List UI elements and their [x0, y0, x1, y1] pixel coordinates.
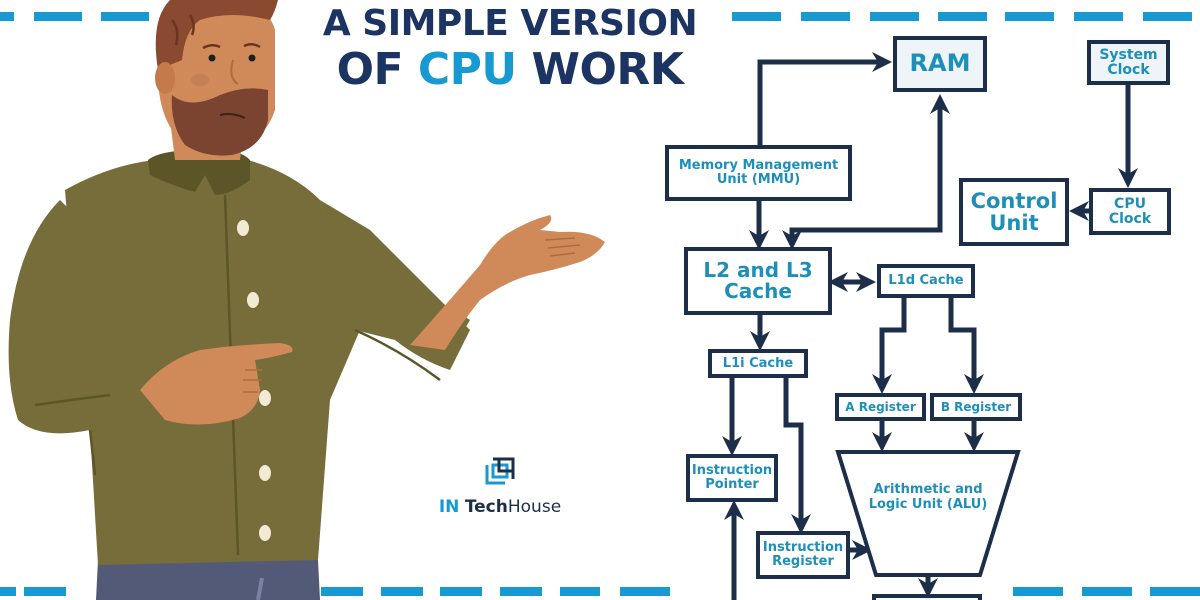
bottom-dash: [321, 587, 363, 596]
bottom-dash: [24, 587, 66, 596]
intechhouse-logo-icon: [485, 457, 515, 485]
bottom-dash: [381, 587, 423, 596]
top-dash: [0, 12, 14, 21]
pointing-hand: [140, 343, 293, 425]
node-l1i-cache: L1i Cache: [708, 349, 808, 378]
hair: [155, 0, 278, 70]
beard: [171, 88, 268, 156]
jeans: [96, 560, 320, 600]
node-b-register: B Register: [930, 393, 1022, 421]
alu-output-box: [872, 594, 982, 600]
edge-l1d-breg: [948, 296, 984, 394]
bottom-dash: [1082, 587, 1132, 596]
node-system-clock: System Clock: [1087, 40, 1170, 85]
edge-l1d-areg: [872, 296, 907, 394]
top-dash: [732, 12, 781, 21]
brand-logo: IN TechHouse: [430, 455, 570, 517]
shirt-button: [247, 292, 259, 308]
node-mmu: Memory Management Unit (MMU): [665, 145, 852, 201]
bottom-dash: [560, 587, 600, 596]
top-dash: [34, 12, 82, 21]
open-palm-hand: [410, 215, 605, 350]
bottom-dash: [0, 587, 16, 596]
bottom-dash: [620, 587, 670, 596]
ear: [155, 62, 175, 94]
top-dash: [1005, 12, 1054, 21]
node-l2l3-cache: L2 and L3 Cache: [684, 247, 832, 315]
bottom-dash: [440, 587, 482, 596]
node-cpu-clock: CPU Clock: [1089, 188, 1171, 235]
top-dash: [801, 12, 850, 21]
top-dash: [938, 12, 987, 21]
shirt-collar: [148, 149, 250, 195]
edge-ram-l2l3: [782, 94, 950, 250]
top-dash: [1074, 12, 1123, 21]
top-dash: [1143, 12, 1192, 21]
node-instruction-register: Instruction Register: [756, 531, 850, 579]
node-alu-label: Arithmetic and Logic Unit (ALU): [868, 482, 988, 512]
node-a-register: A Register: [835, 393, 926, 421]
eye: [248, 54, 256, 62]
top-dash: [101, 12, 149, 21]
bottom-dash: [1150, 587, 1200, 596]
presenter-illustration: [8, 0, 605, 600]
title-line-1: A SIMPLE VERSION: [322, 3, 698, 44]
shirt-button: [237, 220, 249, 236]
node-control-unit: Control Unit: [959, 178, 1069, 246]
node-l1d-cache: L1d Cache: [877, 264, 975, 298]
shirt-button: [259, 465, 271, 481]
logo-wordmark: IN TechHouse: [438, 497, 562, 517]
shirt-button: [259, 390, 271, 406]
shirt-button: [259, 525, 271, 541]
edge-mmu-ram: [757, 52, 892, 146]
bottom-dash: [1013, 587, 1063, 596]
page-title: A SIMPLE VERSION OF CPU WORK: [300, 2, 720, 92]
node-ram: RAM: [893, 36, 987, 92]
edge-l1i-ir: [783, 376, 811, 534]
title-accent: CPU: [417, 44, 517, 95]
alu-shape: [835, 450, 1021, 577]
top-dash: [870, 12, 919, 21]
node-instruction-pointer: Instruction Pointer: [686, 454, 778, 502]
eye: [208, 54, 216, 62]
bottom-dash: [500, 587, 542, 596]
title-line-2: OF CPU WORK: [336, 44, 684, 95]
